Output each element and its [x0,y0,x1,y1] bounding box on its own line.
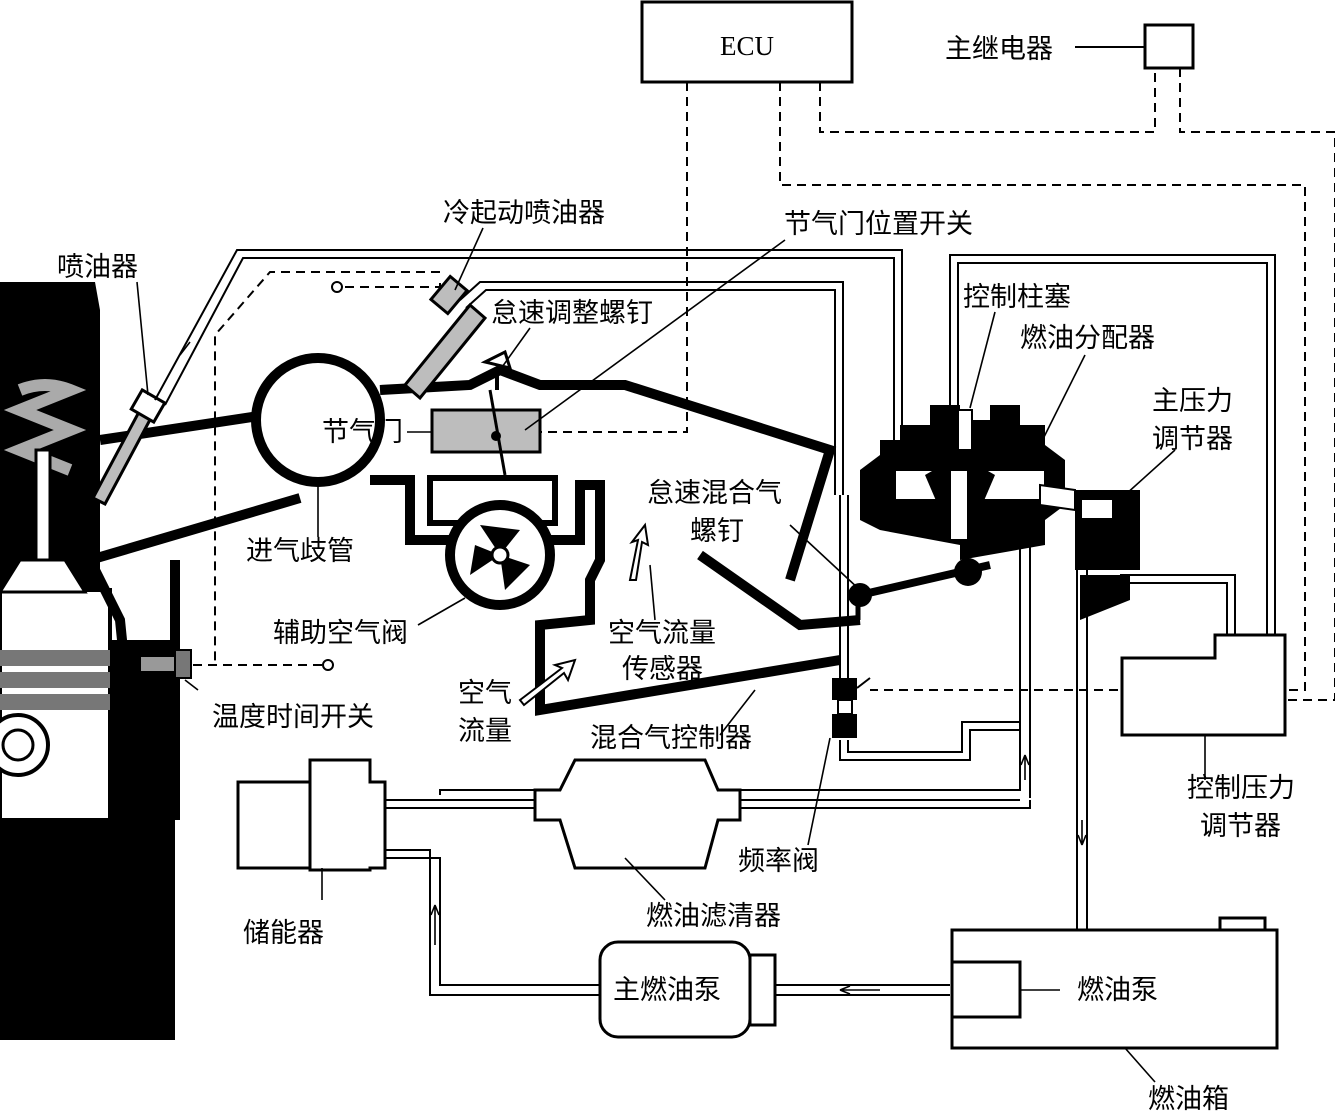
idle-mixture-screw-label-2: 螺钉 [690,516,744,547]
fuel-tank-label: 燃油箱 [1148,1084,1229,1111]
thermo-time-switch-icon [139,649,192,690]
aux-air-valve-label: 辅助空气阀 [273,618,408,649]
control-pressure-regulator-label-2: 调节器 [1200,811,1281,842]
frequency-valve-icon [832,677,871,738]
air-flow-label-1: 空气 [458,678,512,709]
throttle-position-switch-label: 节气门位置开关 [784,209,973,240]
main-relay-label: 主继电器 [945,34,1053,65]
air-flow-sensor-label-1: 空气流量 [608,618,716,649]
injector-icon [90,387,167,506]
cold-start-injector-icon [402,274,488,401]
fuel-filter-label: 燃油滤清器 [646,901,781,932]
air-flow-sensor-label-2: 传感器 [622,654,703,685]
intake-manifold-label: 进气歧管 [246,536,354,567]
accumulator-icon [236,758,387,872]
fuel-pump-label: 燃油泵 [1077,975,1158,1006]
fuel-filter-icon [533,758,742,870]
injector-label: 喷油器 [57,252,138,283]
frequency-valve-label: 频率阀 [738,846,819,877]
valve-spring [3,379,87,476]
throttle-valve-label: 节气门 [322,417,403,448]
thermo-time-switch-label: 温度时间开关 [212,702,374,733]
idle-adjust-screw-label: 怠速调整螺钉 [491,298,653,329]
main-relay-box [1075,23,1195,70]
fuel-tank-icon [950,916,1279,1050]
control-pressure-regulator-box [1120,633,1287,737]
labels: 主继电器 喷油器 冷起动喷油器 节气门位置开关 怠速调整螺钉 控制柱塞 燃油分配… [57,34,1295,1111]
throttle-valve-body [430,389,542,476]
ecu-box: ECU [640,0,854,84]
air-flow-sensor-lever [848,558,991,620]
control-plunger-label: 控制柱塞 [963,282,1071,313]
control-pressure-regulator-label-1: 控制压力 [1187,773,1295,804]
fuel-distributor-body [860,405,1076,560]
main-fuel-pump-icon [598,940,777,1039]
mixture-controller-label: 混合气控制器 [590,723,752,754]
leader-lines [136,227,1206,1083]
accumulator-label: 储能器 [243,918,324,949]
fuel-lines [154,249,1276,996]
main-pressure-regulator-label-2: 调节器 [1152,424,1233,455]
air-flow-arrow-icon [518,522,650,707]
ecu-label: ECU [720,31,774,61]
flow-arrow-icons [179,341,1087,995]
fuel-distributor-label: 燃油分配器 [1020,323,1155,354]
air-flow-label-2: 流量 [458,716,512,747]
main-pressure-regulator-icon [1075,490,1140,620]
main-fuel-pump-label: 主燃油泵 [613,975,721,1006]
idle-mixture-screw-label-1: 怠速混合气 [647,478,782,509]
cold-start-injector-label: 冷起动喷油器 [443,198,605,229]
main-pressure-regulator-label-1: 主压力 [1152,386,1233,417]
engine-block [0,282,175,1040]
aux-air-valve-icon [445,500,555,610]
